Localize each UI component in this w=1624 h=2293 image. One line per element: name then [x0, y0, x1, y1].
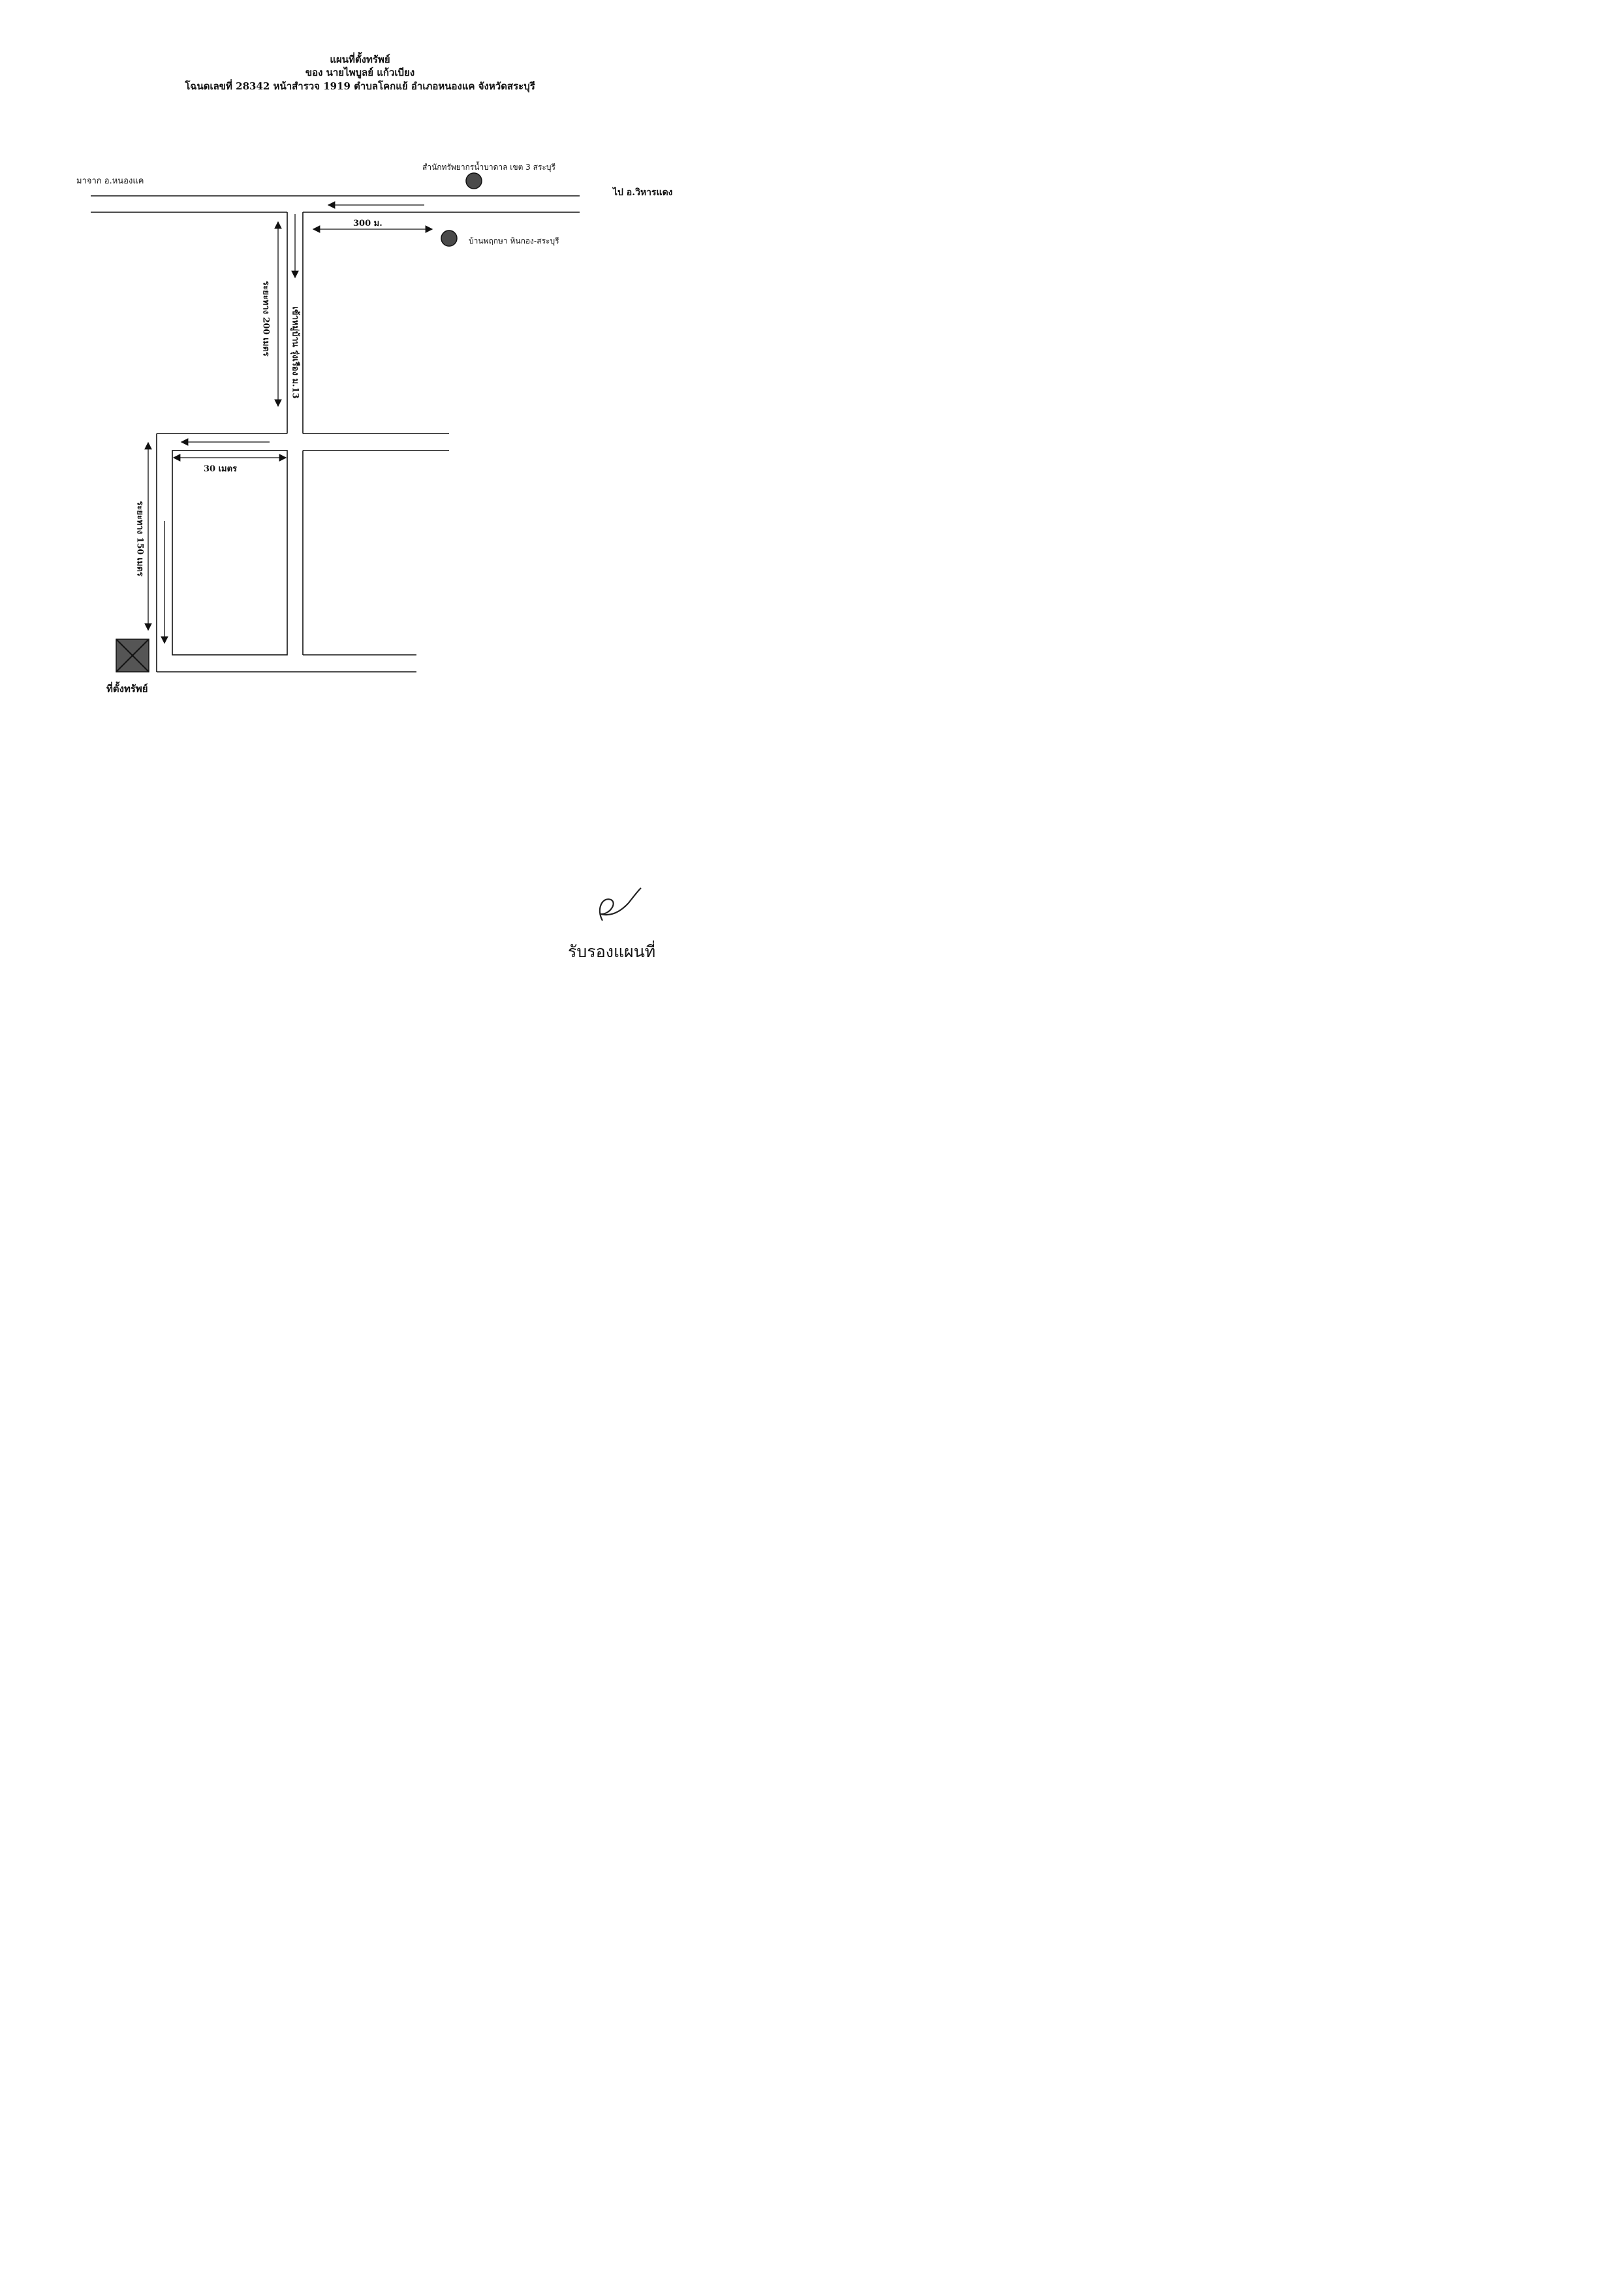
- route-map: [91, 172, 642, 921]
- land-block: [172, 450, 288, 656]
- certify-label: รับรองแผนที่: [568, 942, 656, 961]
- dist-30-label: 30 เมตร: [204, 464, 238, 474]
- deed-line: โฉนดเลขที่ 28342 หน้าสำรวจ 1919 ตำบลโคกแ…: [185, 80, 535, 92]
- dist-300-label: 300 ม.: [353, 219, 383, 229]
- property-label: ที่ตั้งทรัพย์: [106, 683, 148, 695]
- from-label: มาจาก อ.หนองแค: [76, 176, 144, 186]
- to-label: ไป อ.วิหารแดง: [613, 187, 673, 198]
- village-landmark-dot: [441, 230, 458, 247]
- office-landmark-dot: [465, 172, 482, 189]
- property-marker: [116, 639, 149, 672]
- signature: [599, 887, 642, 921]
- road-name-label: เข้าหมู่บ้าน รุ่งเรือง ม.13: [290, 306, 300, 399]
- map-page: แผนที่ตั้งทรัพย์ ของ นายไพบูลย์ แก้วเบีย…: [0, 0, 720, 1024]
- dist-200-label: ระยะทาง 200 เมตร: [260, 281, 271, 356]
- dist-150-label: ระยะทาง 150 เมตร: [134, 501, 145, 577]
- village-label: บ้านพฤกษา หินกอง-สระบุรี: [469, 236, 559, 245]
- owner-line: ของ นายไพบูลย์ แก้วเบียง: [305, 67, 415, 78]
- office-label: สำนักทรัพยากรน้ำบาดาล เขต 3 สระบุรี: [422, 163, 555, 172]
- map-title: แผนที่ตั้งทรัพย์: [330, 54, 390, 65]
